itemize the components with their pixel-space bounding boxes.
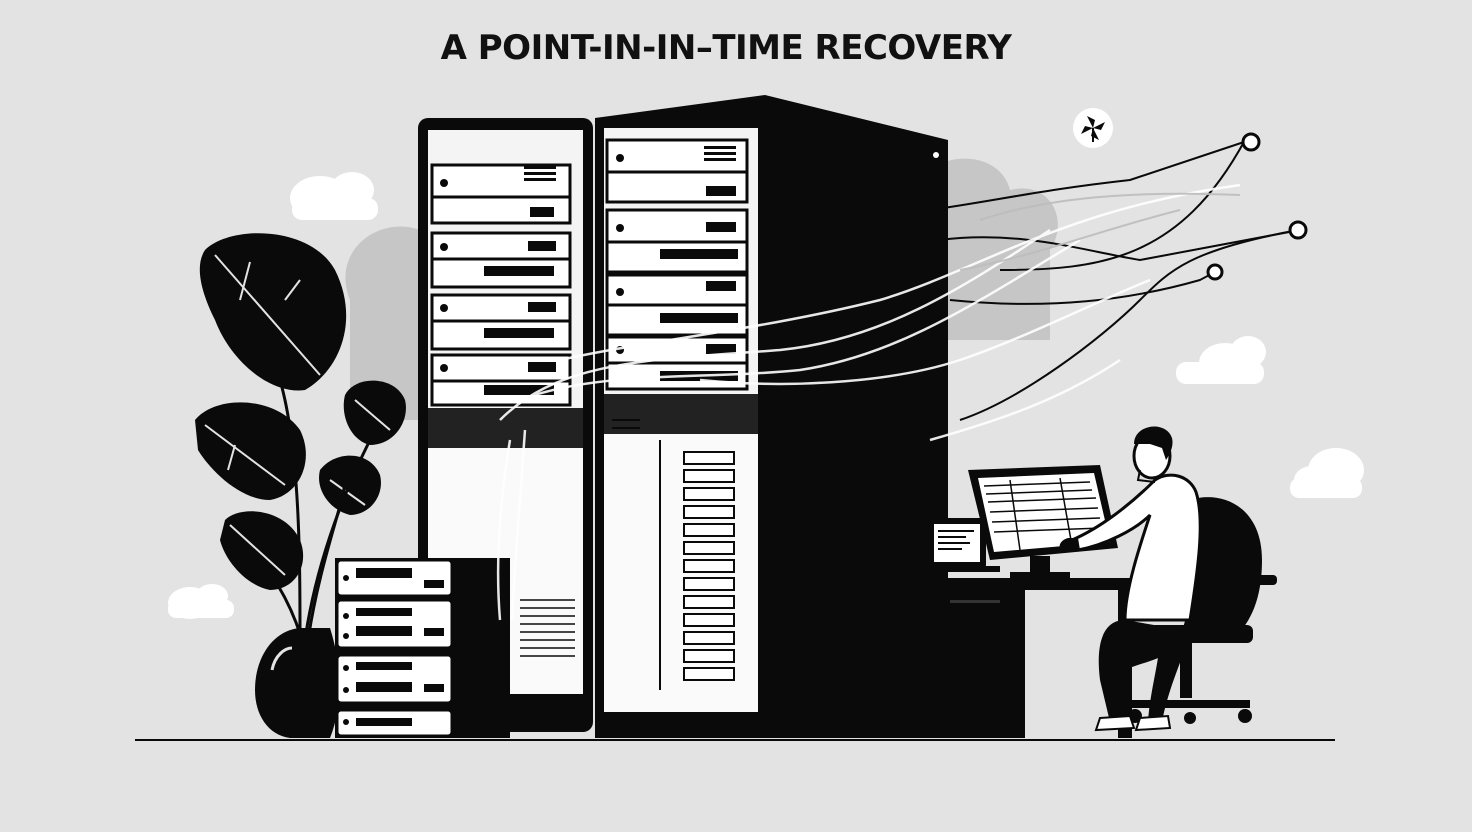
potted-plant xyxy=(195,233,406,738)
rack-drive-bays xyxy=(683,451,735,681)
cloud-left-top xyxy=(290,172,378,220)
clouds xyxy=(168,172,1364,619)
pinwheel-icon xyxy=(1073,108,1113,148)
cable-connectors xyxy=(812,528,918,626)
plant-veins xyxy=(204,254,391,576)
cable-node-icon xyxy=(1206,132,1308,281)
plant-leaves xyxy=(195,233,406,590)
cloud-right-bottom xyxy=(1290,448,1364,498)
plant-pot xyxy=(255,628,340,738)
laptop xyxy=(920,518,1000,572)
server-rack-right xyxy=(595,118,767,722)
plant-stems xyxy=(254,379,372,641)
person xyxy=(1059,426,1202,732)
monitor xyxy=(968,465,1118,578)
cloud-right-middle xyxy=(1176,336,1266,384)
small-server-stack xyxy=(335,558,510,738)
page-title: A POINT-IN-IN–TIME RECOVERY xyxy=(440,28,1012,68)
workstation xyxy=(920,426,1277,738)
cloud-left-bottom xyxy=(168,584,234,619)
data-cables xyxy=(496,139,1301,680)
